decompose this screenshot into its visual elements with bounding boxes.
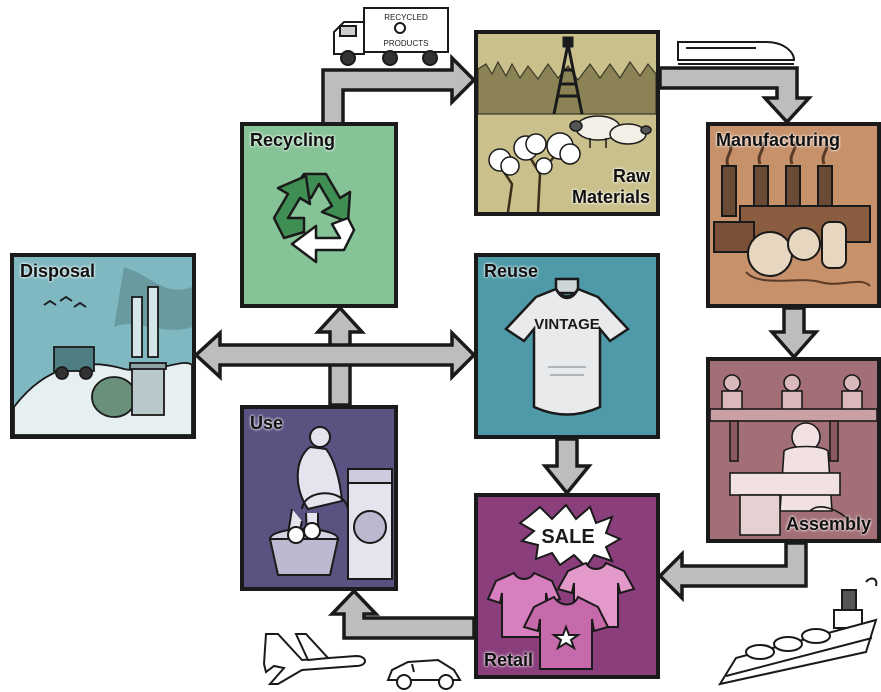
arrow-retail-to-use <box>327 588 476 640</box>
car-icon <box>386 658 462 690</box>
manufacturing-label: Manufacturing <box>716 130 840 150</box>
reuse-label: Reuse <box>484 261 539 281</box>
ship-icon <box>717 577 878 686</box>
stage-manufacturing: Manufacturing <box>706 122 881 308</box>
assembly-label: Assembly <box>785 514 871 534</box>
stage-retail: SALE Retail <box>474 493 660 679</box>
sale-sign-icon <box>518 503 623 569</box>
truck-icon: RECYCLED PRODUCTS <box>333 7 449 66</box>
raw-label-line2: Materials <box>571 187 650 207</box>
sewing-worker-icon <box>710 374 877 536</box>
raw-materials-illustration <box>478 36 656 212</box>
stage-raw-materials: Raw Materials <box>474 30 660 216</box>
truck-sign-line2: PRODUCTS <box>384 39 429 48</box>
retail-illustration: SALE <box>486 503 636 670</box>
sheep-icon <box>569 115 652 148</box>
arrow-reuse-to-retail <box>541 437 593 496</box>
washing-machine-icon <box>268 426 393 580</box>
t-shirt-icon: VINTAGE <box>504 277 630 416</box>
stage-disposal: Disposal <box>10 253 196 439</box>
truck-sign-line1: RECYCLED <box>384 13 428 22</box>
recycling-label: Recycling <box>250 130 336 150</box>
airplane-icon <box>262 633 366 685</box>
arrow-assembly-to-retail <box>657 541 808 603</box>
landfill-icon <box>14 267 192 435</box>
arrow-recycling-to-raw <box>321 53 477 126</box>
tree-line <box>478 60 656 115</box>
arrow-manufacturing-to-assembly <box>768 306 820 360</box>
disposal-label: Disposal <box>20 261 96 281</box>
raw-materials-label: Raw Materials <box>572 166 650 208</box>
stage-recycling: Recycling <box>240 122 398 308</box>
retail-label: Retail <box>484 650 534 670</box>
stage-use: Use <box>240 405 398 591</box>
raw-label-line1: Raw <box>612 166 650 186</box>
oil-derrick-icon <box>552 36 584 115</box>
arrow-raw-to-manufacturing <box>658 66 813 125</box>
shirt-print: VINTAGE <box>534 316 600 333</box>
train-icon <box>677 41 796 65</box>
recycle-icon <box>272 172 356 264</box>
factory-icon <box>713 141 871 287</box>
sale-text: SALE <box>541 526 594 548</box>
stage-assembly: Assembly <box>706 357 881 543</box>
use-label: Use <box>250 413 284 433</box>
stage-reuse: VINTAGE Reuse <box>474 253 660 439</box>
